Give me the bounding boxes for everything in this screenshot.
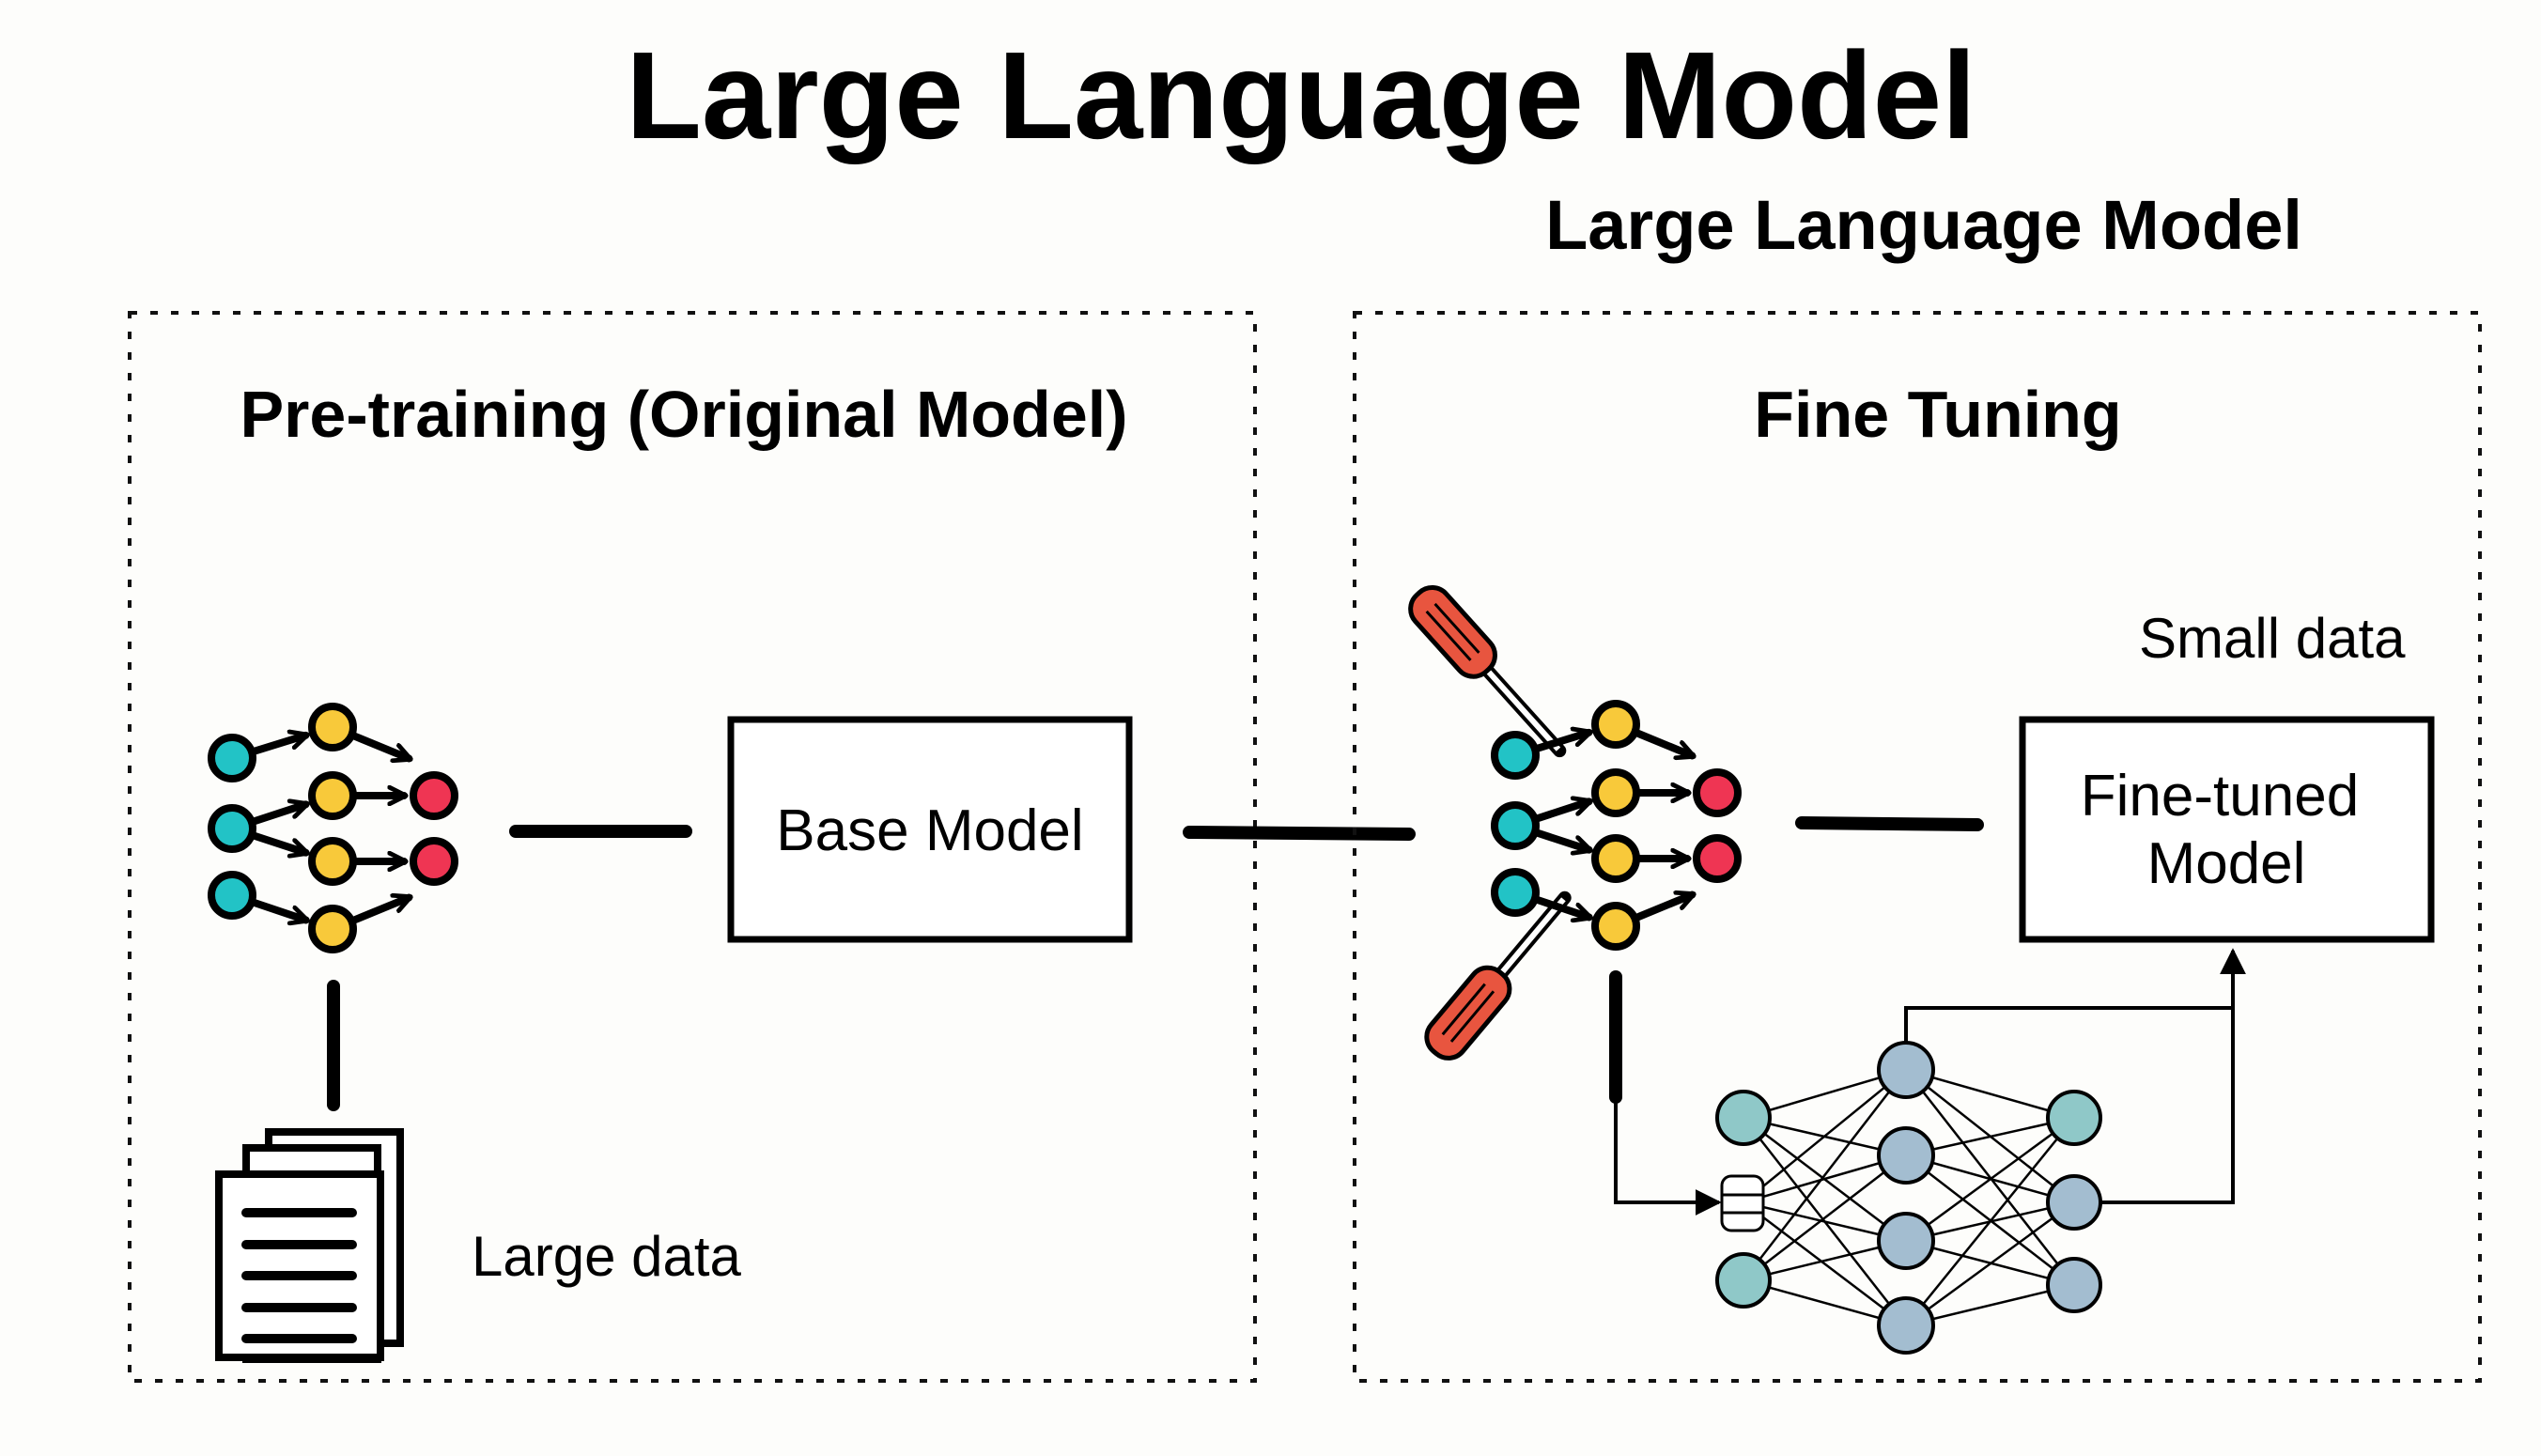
connection-arrow xyxy=(1530,895,1589,917)
arrow-to-fine-tuning xyxy=(1183,826,1416,841)
hidden-node xyxy=(1591,834,1640,883)
nn-output-node xyxy=(2046,1257,2102,1313)
input-node xyxy=(1491,731,1540,780)
connection-arrow xyxy=(1531,733,1588,753)
subtitle: Large Language Model xyxy=(1545,186,2302,264)
connection-arrow xyxy=(248,736,305,756)
nn-hidden-node xyxy=(1877,1296,1935,1355)
output-node xyxy=(410,771,458,820)
arrow-to-finetuned-model xyxy=(1795,816,1984,831)
small-data-label: Small data xyxy=(2139,607,2406,670)
base-model-box xyxy=(727,716,1133,943)
pretraining-dashed-border xyxy=(128,311,1257,1383)
nn-output-node xyxy=(2046,1174,2102,1231)
hidden-node xyxy=(1591,768,1640,817)
connection-arrow xyxy=(1631,728,1692,755)
small-network-icon xyxy=(1491,700,1742,951)
connection-arrow xyxy=(348,898,409,925)
hidden-node xyxy=(308,703,357,751)
hidden-node xyxy=(308,905,357,953)
main-title: Large Language Model xyxy=(626,26,1976,164)
connection-arrow xyxy=(247,830,306,853)
screwdriver-icon-bottom xyxy=(1424,891,1572,1061)
nn-edge xyxy=(1905,1200,2075,1327)
input-node xyxy=(1491,868,1540,917)
neural-network-icon xyxy=(1715,1041,2102,1355)
nn-edge xyxy=(1743,1201,1907,1326)
hidden-node xyxy=(308,771,357,820)
nn-edge xyxy=(1743,1069,1907,1203)
finetuning-heading: Fine Tuning xyxy=(1754,378,2121,451)
connection-arrow xyxy=(1530,828,1589,850)
nn-hidden-node xyxy=(1877,1126,1935,1185)
connection-arrow xyxy=(348,731,409,758)
finetuned-model-label-line1: Fine-tuned xyxy=(2081,764,2359,829)
feedback-connector xyxy=(1614,1097,1722,1216)
nn-output-node xyxy=(2046,1090,2102,1146)
hidden-node xyxy=(308,837,357,886)
connection-arrow xyxy=(1530,801,1589,824)
nn-edge xyxy=(1905,1068,2075,1120)
hidden-node xyxy=(1591,700,1640,749)
pretraining-panel: Pre-training (Original Model) Base Model… xyxy=(128,311,1257,1383)
nn-input-node xyxy=(1715,1090,1772,1146)
nn-edge xyxy=(1905,1117,2075,1326)
nn-input-node xyxy=(1715,1252,1772,1309)
output-node xyxy=(1693,768,1742,817)
finetuning-panel: Fine Tuning Small data Fine-tuned Model xyxy=(1353,311,2482,1383)
input-node xyxy=(208,734,256,782)
input-node xyxy=(208,871,256,920)
large-data-label: Large data xyxy=(472,1225,742,1288)
connection-arrow xyxy=(247,804,306,827)
nn-output-connector xyxy=(2101,948,2246,1204)
nn-output-connector-top xyxy=(1904,1006,2233,1043)
connection-arrow xyxy=(1631,895,1692,922)
base-model-label: Base Model xyxy=(776,798,1083,863)
database-icon xyxy=(1720,1174,1765,1232)
output-node xyxy=(410,837,458,886)
nn-hidden-node xyxy=(1877,1212,1935,1270)
nn-edge xyxy=(1905,1116,2075,1243)
connection-arrow xyxy=(247,898,306,920)
output-node xyxy=(1693,834,1742,883)
finetuning-dashed-border xyxy=(1353,311,2482,1383)
input-node xyxy=(1491,801,1540,850)
nn-edge xyxy=(1743,1069,1907,1281)
hidden-node xyxy=(1591,902,1640,951)
screwdriver-icon-top xyxy=(1408,584,1567,758)
documents-icon xyxy=(215,1128,404,1363)
input-node xyxy=(208,804,256,853)
finetuned-model-label-line2: Model xyxy=(2147,831,2306,896)
nn-edge xyxy=(1905,1069,2075,1286)
nn-edge xyxy=(1743,1154,1907,1281)
finetuned-model-box xyxy=(2019,716,2435,943)
small-network-icon xyxy=(208,703,458,953)
pretraining-heading: Pre-training (Original Model) xyxy=(240,378,1127,451)
nn-hidden-node xyxy=(1877,1041,1935,1099)
